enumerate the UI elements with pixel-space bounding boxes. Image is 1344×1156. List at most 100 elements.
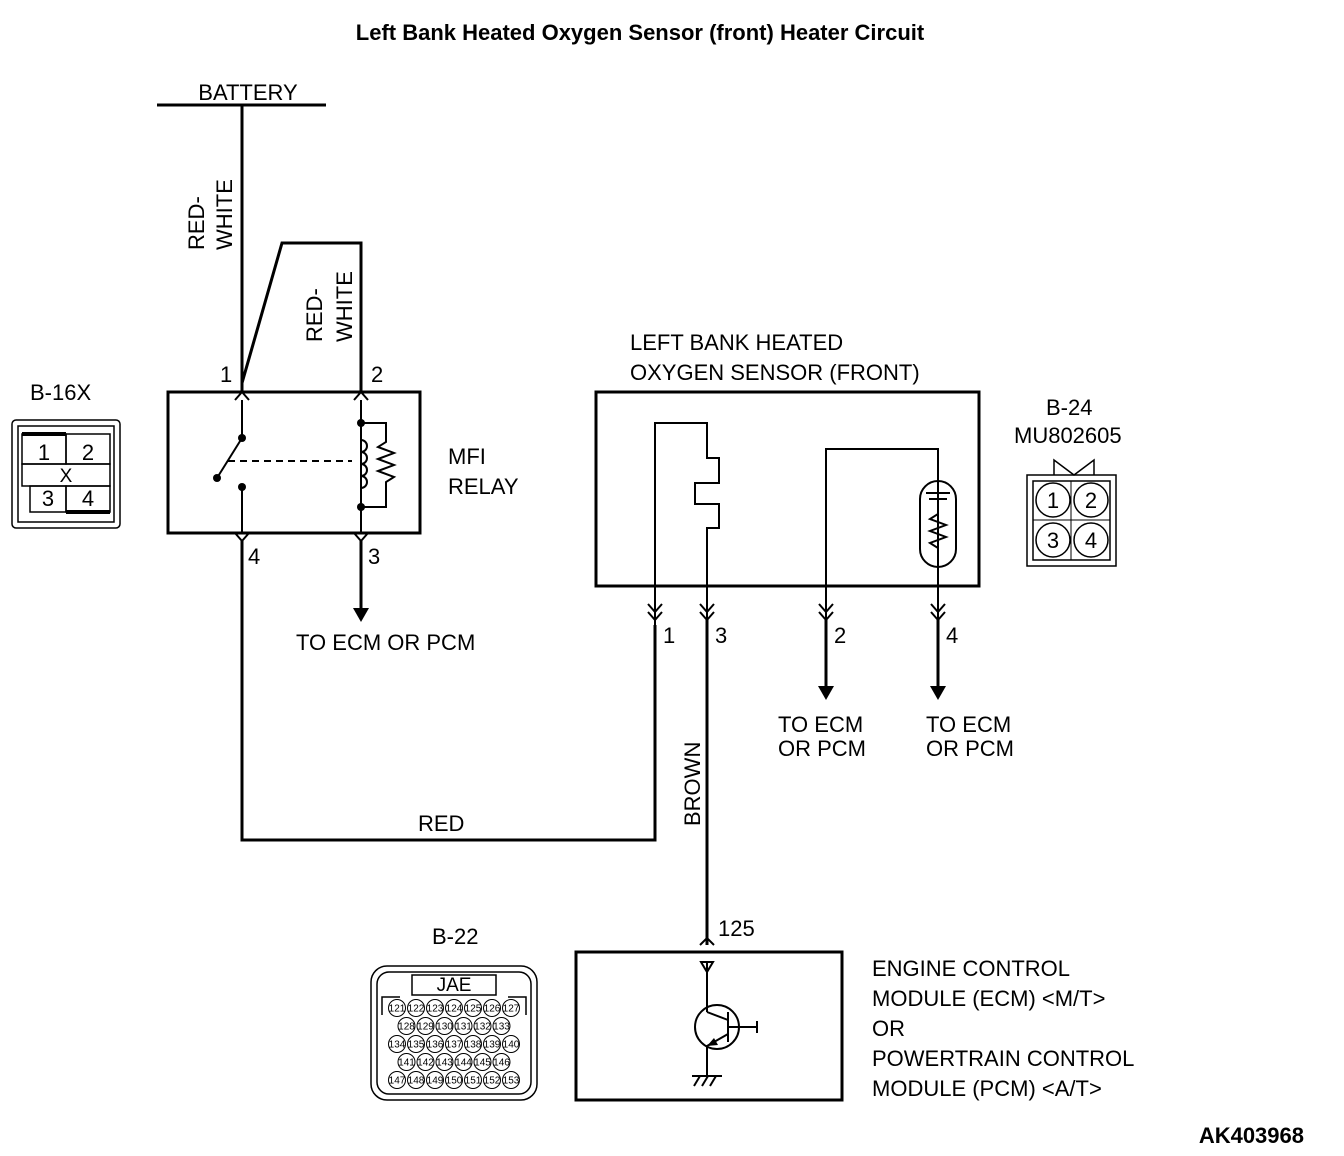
b22-pin-circle [445, 1035, 463, 1053]
b16x-pin-2: 2 [82, 440, 94, 465]
sensor-out4-line1: TO ECM [926, 712, 1011, 737]
b22-pin-label: 151 [465, 1076, 482, 1087]
b24-connector [1026, 458, 1117, 567]
b22-pin-label: 146 [493, 1058, 510, 1069]
b22-pin-circle [483, 1071, 501, 1089]
b22-pin-label: 138 [465, 1040, 482, 1051]
b22-pin-label: 152 [484, 1076, 501, 1087]
b22-pin-circle [416, 1053, 435, 1071]
b22-pin-circle [388, 999, 406, 1017]
ecm-name-3: OR [872, 1016, 905, 1041]
figure-id: AK403968 [1199, 1123, 1304, 1148]
b22-pin-label: 130 [436, 1022, 453, 1033]
b22-pin-label: 123 [427, 1004, 444, 1015]
b16x-pin-3: 3 [42, 486, 54, 511]
b22-pin-label: 134 [389, 1040, 406, 1051]
sensor-pin-3: 3 [715, 623, 727, 648]
wire-label-brown: BROWN [680, 742, 705, 826]
relay-pin-3: 3 [368, 544, 380, 569]
mfi-relay-box [166, 390, 422, 535]
wire-relay-branch [240, 241, 363, 392]
b22-pin-label: 142 [417, 1058, 434, 1069]
b24-pin-3: 3 [1047, 528, 1059, 553]
b22-pin-circle [473, 1053, 492, 1071]
b24-part: MU802605 [1014, 423, 1122, 448]
b22-pin-circle [483, 999, 501, 1017]
ecm-pin-125: 125 [718, 916, 755, 941]
b22-pin-label: 141 [398, 1058, 415, 1069]
b24-label: B-24 [1046, 395, 1092, 420]
b22-pin-circle [426, 1035, 444, 1053]
wire-label-red-white-1a: RED- [184, 196, 209, 250]
oxygen-sensor-box [594, 390, 981, 588]
b22-pin-label: 122 [408, 1004, 425, 1015]
b22-pin-label: 133 [493, 1022, 510, 1033]
b24-pin-4: 4 [1085, 528, 1097, 553]
ecm-name-1: ENGINE CONTROL [872, 956, 1070, 981]
b16x-pin-4: 4 [82, 486, 94, 511]
b22-pin-circle [464, 1035, 482, 1053]
b22-pin-circle [416, 1017, 435, 1035]
b16x-mark: X [60, 466, 73, 487]
b22-pin-circle [407, 1035, 425, 1053]
b22-pin-circle [388, 1071, 406, 1089]
b22-pin-label: 125 [465, 1004, 482, 1015]
diagram-title: Left Bank Heated Oxygen Sensor (front) H… [356, 20, 925, 45]
sensor-pin-2: 2 [834, 623, 846, 648]
sensor-name-1: LEFT BANK HEATED [630, 330, 843, 355]
b22-pin-label: 135 [408, 1040, 425, 1051]
sensor-name-2: OXYGEN SENSOR (FRONT) [630, 360, 920, 385]
battery-label: BATTERY [198, 80, 298, 105]
b22-pin-circle [454, 1017, 473, 1035]
sensor-pin-4: 4 [946, 623, 958, 648]
wire-label-red-white-1b: WHITE [212, 179, 237, 250]
b22-pin-label: 137 [446, 1040, 463, 1051]
b22-pin-label: 121 [389, 1004, 406, 1015]
b22-pin-circle [388, 1035, 406, 1053]
b16x-label: B-16X [30, 380, 91, 405]
mfi-relay-name-2: RELAY [448, 474, 519, 499]
b22-maker: JAE [437, 975, 472, 996]
sensor-pin-1: 1 [663, 623, 675, 648]
b22-pin-label: 126 [484, 1004, 501, 1015]
ecm-box [574, 950, 844, 1102]
b22-pin-label: 140 [503, 1040, 520, 1051]
relay-pin-4: 4 [248, 544, 260, 569]
b22-pin-circle [483, 1035, 501, 1053]
b22-pin-circle [407, 1071, 425, 1089]
wire-label-red-white-2b: WHITE [332, 271, 357, 342]
relay-pin-2: 2 [371, 362, 383, 387]
b22-pin-label: 127 [503, 1004, 520, 1015]
b22-pin-label: 150 [446, 1076, 463, 1087]
b22-pin-label: 147 [389, 1076, 406, 1087]
wire-label-red-white-2a: RED- [302, 288, 327, 342]
b22-pin-circle [454, 1053, 473, 1071]
b22-pin-circle [464, 999, 482, 1017]
b22-pin-circle [445, 1071, 463, 1089]
b22-pin-label: 143 [436, 1058, 453, 1069]
b24-pin-1: 1 [1047, 488, 1059, 513]
b22-pin-circle [464, 1071, 482, 1089]
b16x-connector [11, 419, 121, 529]
wire-label-red: RED [418, 811, 464, 836]
b22-pin-label: 131 [455, 1022, 472, 1033]
b22-pin-label: 129 [417, 1022, 434, 1033]
b22-pin-label: 132 [474, 1022, 491, 1033]
b22-pin-label: 144 [455, 1058, 472, 1069]
b22-pin-circle [492, 1017, 511, 1035]
b22-pin-label: 153 [503, 1076, 520, 1087]
b22-pin-circle [397, 1053, 416, 1071]
ecm-name-5: MODULE (PCM) <A/T> [872, 1076, 1102, 1101]
b22-pin-label: 136 [427, 1040, 444, 1051]
sensor-out2-line1: TO ECM [778, 712, 863, 737]
mfi-relay-name-1: MFI [448, 444, 486, 469]
b22-pin-label: 148 [408, 1076, 425, 1087]
b22-pin-circle [407, 999, 425, 1017]
b22-pin-circle [502, 1035, 520, 1053]
b22-pin-label: 124 [446, 1004, 463, 1015]
ecm-name-4: POWERTRAIN CONTROL [872, 1046, 1134, 1071]
b22-pin-circle [502, 1071, 520, 1089]
b22-label: B-22 [432, 924, 478, 949]
